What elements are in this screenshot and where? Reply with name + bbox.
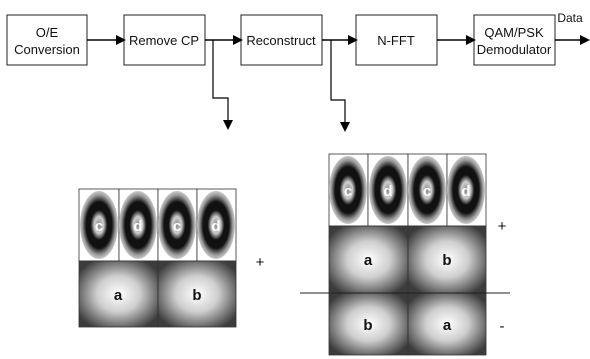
block-qam-psk-line-2: Demodulator [477,42,552,57]
left-symbol-figure: c d c d a b [78,188,237,328]
right-top-cell-3: c [407,153,448,227]
svg-text:a: a [443,317,452,334]
svg-text:b: b [442,252,451,269]
svg-text:c: c [344,183,352,200]
svg-text:d: d [211,218,220,235]
right-symbol-figure: c d c d a b b [300,153,510,356]
block-remove-cp-label: Remove CP [129,33,199,48]
svg-text:d: d [133,218,142,235]
svg-text:b: b [363,317,372,334]
left-top-cell-3: c [157,188,198,262]
block-qam-psk-demodulator: QAM/PSK Demodulator [473,14,556,66]
left-bottom-cell-a: a [78,260,159,328]
block-n-fft: N-FFT [355,14,438,66]
svg-text:a: a [364,252,373,269]
right-middle-cell-b: b [407,225,487,294]
right-middle-cell-a: a [328,225,409,294]
right-top-cell-4: d [446,153,487,227]
block-reconstruct: Reconstruct [240,14,323,66]
output-data-label: Data [557,11,583,25]
block-oe-conversion: O/E Conversion [6,14,88,66]
tap-arrow-left [212,40,233,130]
svg-text:d: d [383,183,392,200]
block-qam-psk-line-1: QAM/PSK [484,25,544,40]
block-n-fft-label: N-FFT [377,33,415,48]
right-bottom-cell-a: a [407,292,487,356]
svg-text:a: a [114,287,123,304]
right-minus-sign: - [500,318,505,335]
block-remove-cp: Remove CP [123,14,206,66]
svg-text:c: c [95,218,103,235]
right-top-cell-1: c [328,153,369,227]
block-oe-conversion-line-1: O/E [36,25,59,40]
right-plus-sign: + [498,218,507,235]
left-top-cell-2: d [118,188,159,262]
svg-text:c: c [173,218,181,235]
block-oe-conversion-line-2: Conversion [14,42,80,57]
tap-arrow-right [330,40,350,132]
svg-text:d: d [461,183,470,200]
right-bottom-cell-b: b [328,292,409,356]
svg-text:c: c [423,183,431,200]
left-bottom-cell-b: b [157,260,237,328]
left-top-cell-1: c [78,188,120,262]
block-reconstruct-label: Reconstruct [246,33,316,48]
plus-between-figures: + [256,254,265,271]
right-top-cell-2: d [367,153,409,227]
svg-text:b: b [192,287,201,304]
left-top-cell-4: d [196,188,237,262]
